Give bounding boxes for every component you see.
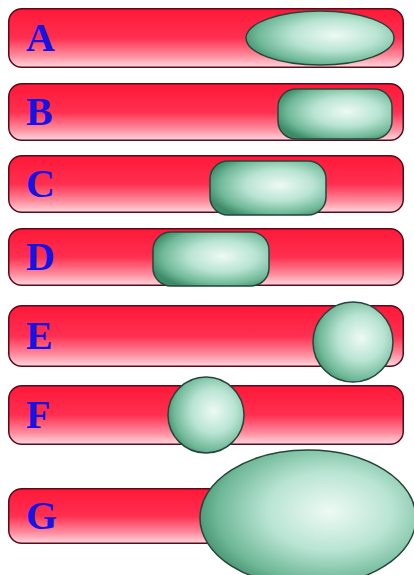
cell-band: E (8, 305, 404, 367)
band-outline (8, 8, 404, 68)
green-shape (278, 89, 392, 139)
green-shape (210, 161, 326, 215)
green-shape (313, 302, 393, 382)
band-letter: F (26, 395, 50, 435)
cell-band: F (8, 385, 404, 445)
band-letter: G (26, 496, 57, 536)
band-outline (8, 155, 404, 213)
band-outline (8, 385, 404, 445)
band-letter: E (26, 316, 53, 356)
band-letter: B (26, 92, 53, 132)
cell-band: B (8, 83, 404, 141)
band-letter: D (26, 237, 55, 277)
band-outline (8, 305, 404, 367)
green-shape (200, 450, 414, 575)
green-shape (153, 232, 269, 286)
band-letter: A (26, 18, 55, 58)
red-band (9, 229, 404, 286)
band-outline (8, 488, 404, 544)
red-band (9, 156, 404, 213)
cell-band: A (8, 8, 404, 68)
red-band (9, 84, 404, 141)
band-outline (8, 83, 404, 141)
green-shape (246, 11, 394, 65)
red-band (9, 9, 404, 68)
green-shape (168, 377, 244, 453)
cell-band: D (8, 228, 404, 286)
cell-band: G (8, 488, 404, 544)
band-letter: C (26, 164, 55, 204)
cell-band: C (8, 155, 404, 213)
band-outline (8, 228, 404, 286)
